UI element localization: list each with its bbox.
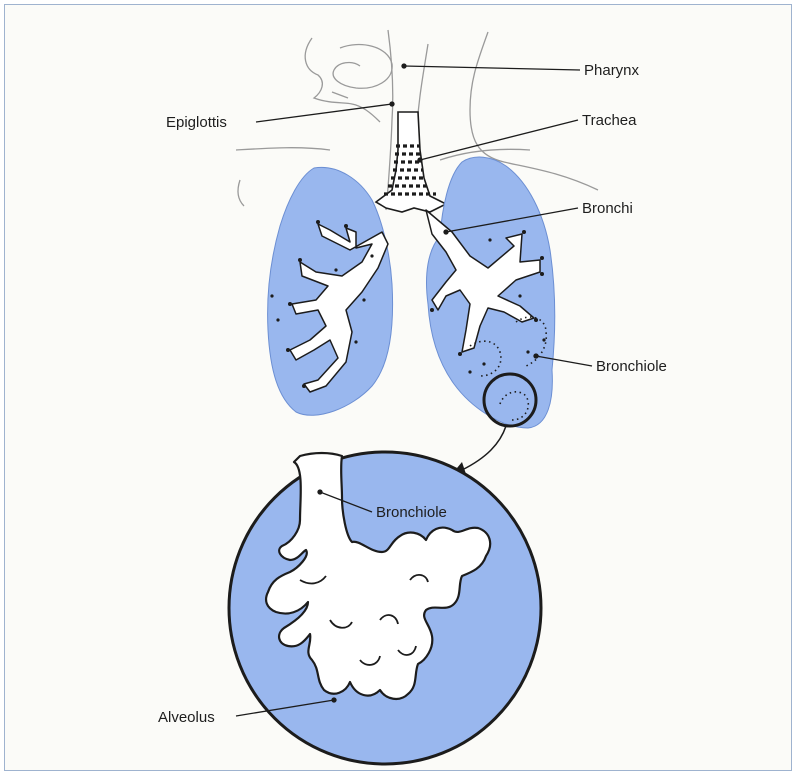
right-lung (426, 157, 555, 428)
alveolus-detail (229, 452, 541, 764)
label-bronchi: Bronchi (582, 200, 633, 217)
trachea-shape (376, 112, 446, 212)
label-pharynx: Pharynx (584, 62, 640, 79)
label-bronchiole: Bronchiole (596, 358, 667, 375)
label-epiglottis: Epiglottis (166, 114, 227, 131)
label-bronchiole-detail: Bronchiole (376, 504, 447, 521)
left-lung (268, 167, 393, 415)
label-alveolus: Alveolus (158, 709, 215, 726)
label-trachea: Trachea (582, 112, 637, 129)
